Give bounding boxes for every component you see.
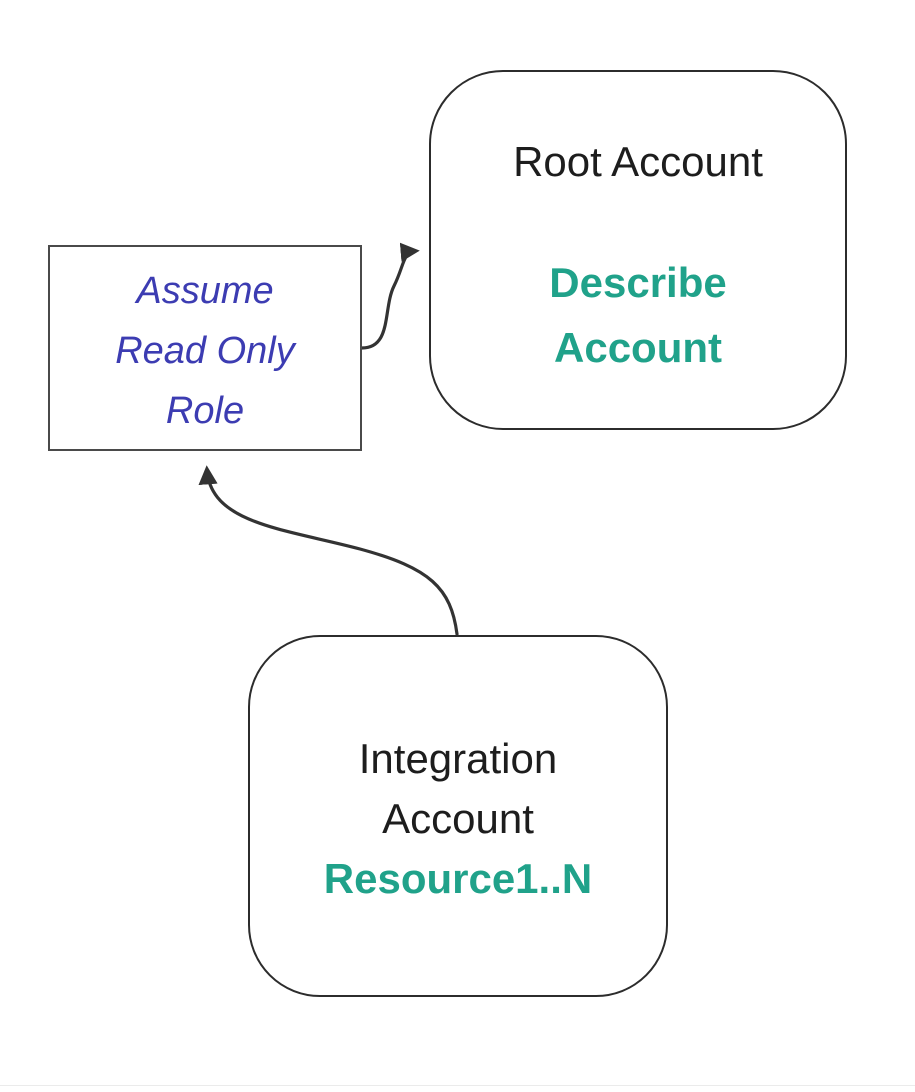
assume-role-label-line: Read Only — [115, 330, 295, 372]
root-account-action-line: Describe — [549, 259, 727, 306]
node-integration-account: Integration Account Resource1..N — [248, 635, 668, 997]
integration-account-title-line: Account — [382, 795, 534, 842]
node-root-account: Root Account Describe Account — [429, 70, 847, 430]
assume-role-label: Assume Read Only Role — [50, 247, 360, 441]
node-assume-read-only-role: Assume Read Only Role — [48, 245, 362, 451]
assume-role-label-line: Role — [165, 390, 245, 432]
arrow-assume-to-root — [360, 242, 420, 350]
root-account-action-line: Account — [554, 324, 722, 371]
integration-account-title: Integration Account — [250, 637, 666, 849]
root-account-action: Describe Account — [431, 250, 845, 380]
arrow-integration-to-assume — [198, 465, 459, 636]
integration-account-resources: Resource1..N — [323, 855, 593, 902]
assume-role-label-line: Assume — [136, 270, 274, 312]
integration-account-title-line: Integration — [358, 735, 558, 782]
bottom-divider — [0, 1085, 915, 1086]
root-account-title: Root Account — [513, 138, 763, 185]
